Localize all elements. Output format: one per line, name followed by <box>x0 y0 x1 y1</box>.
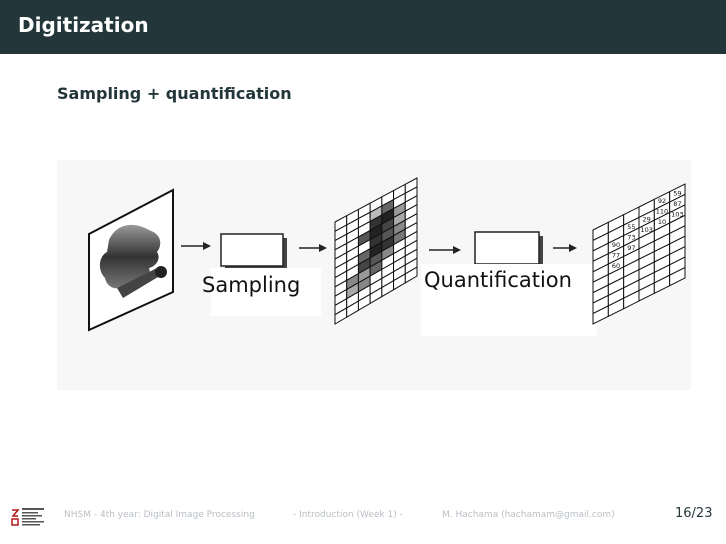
quantified-value: 59 <box>673 190 681 198</box>
quantified-value: 90 <box>612 241 620 249</box>
original-image <box>88 188 174 332</box>
quantified-value: 73 <box>627 233 635 241</box>
arrow-right-icon <box>181 242 211 250</box>
footer-section: - Introduction (Week 1) - <box>293 510 403 520</box>
footer-author: M. Hachama (hachamam@gmail.com) <box>442 510 615 520</box>
sampling-label: Sampling <box>202 273 300 297</box>
quantified-value: 29 <box>643 215 651 223</box>
quantified-value: 60 <box>612 262 620 270</box>
quantified-cell <box>669 266 686 287</box>
digitization-diagram: Sampling Quantification 92 59 55 29 110 87 90 7… <box>88 177 686 336</box>
slide-title: Digitization <box>18 13 149 37</box>
quantified-value: 77 <box>612 252 620 260</box>
quantified-value: 97 <box>627 244 635 252</box>
sampling-box <box>220 233 287 270</box>
quantified-grid: 92 59 55 29 110 87 90 73 103 10 103 77 97 60 <box>592 183 686 325</box>
arrow-right-icon <box>553 244 577 252</box>
quantified-value: 103 <box>671 210 683 218</box>
university-logo-icon <box>10 507 44 527</box>
digitization-figure: Sampling Quantification 92 59 55 29 110 87 90 7… <box>57 160 691 390</box>
quantified-value: 10 <box>658 218 666 226</box>
quantified-value: 110 <box>656 208 668 216</box>
quantification-label: Quantification <box>424 268 572 292</box>
page-number: 16/23 <box>675 506 713 521</box>
quantified-value: 55 <box>627 223 635 231</box>
arrow-right-icon <box>299 244 327 252</box>
quantified-value: 92 <box>658 197 666 205</box>
slide-footer: NHSM - 4th year: Digital Image Processin… <box>0 500 726 532</box>
quantified-value: 87 <box>673 200 681 208</box>
slide-subtitle: Sampling + quantification <box>57 84 292 103</box>
sampled-cell <box>404 266 418 284</box>
footer-course: NHSM - 4th year: Digital Image Processin… <box>64 510 255 520</box>
slide-header: Digitization <box>0 0 726 54</box>
arrow-right-icon <box>429 246 461 254</box>
quantified-value: 103 <box>640 226 652 234</box>
sampled-grid <box>334 177 418 325</box>
quantification-box <box>474 231 543 268</box>
